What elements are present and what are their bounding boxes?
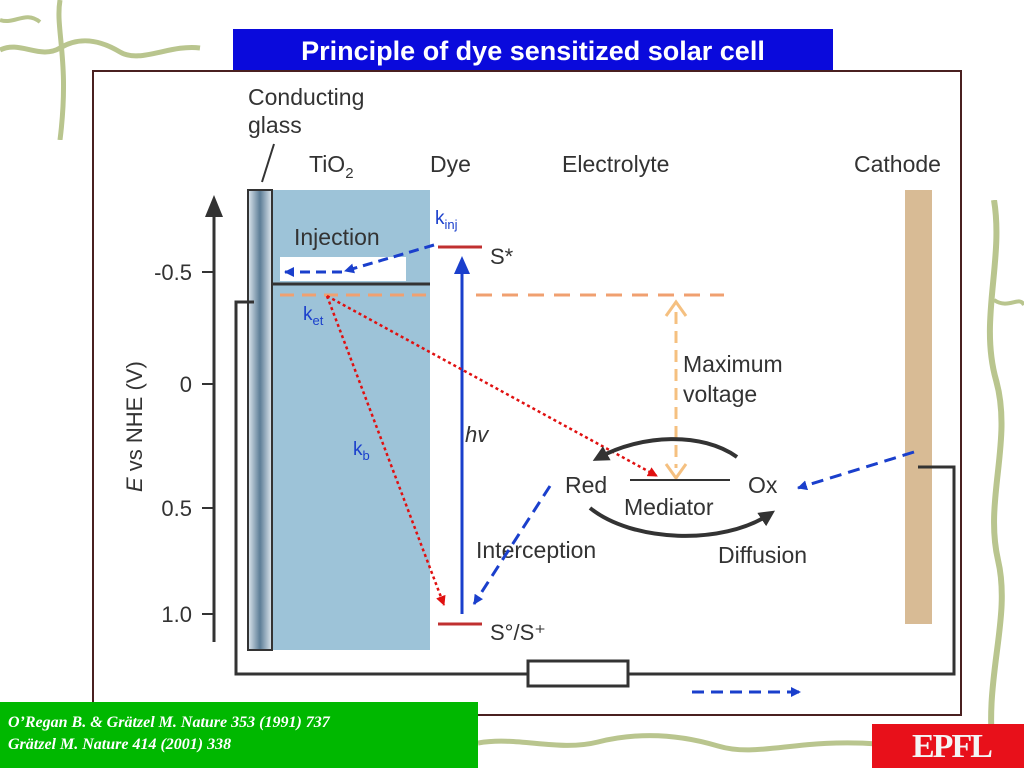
epfl-logo: EPFL xyxy=(872,724,1024,768)
recombination-b-arrow xyxy=(325,295,446,606)
y-tick-label: 0 xyxy=(180,372,192,397)
label-maximum-voltage: Maximum xyxy=(683,351,783,377)
label-ox: Ox xyxy=(748,472,778,498)
vine-decoration-top-left xyxy=(0,0,201,140)
glass-pointer xyxy=(261,143,275,183)
label-tio2: TiO2 xyxy=(309,151,354,182)
figure-frame: -0.5 0 0.5 1.0 E vs NHE (V) Conducting g… xyxy=(92,70,962,716)
cathode-bar xyxy=(905,190,932,624)
citation-line: O’Regan B. & Grätzel M. Nature 353 (1991… xyxy=(8,714,330,731)
label-cathode: Cathode xyxy=(854,151,941,177)
label-k-et: ket xyxy=(303,304,324,328)
label-diffusion: Diffusion xyxy=(718,542,807,568)
label-k-inj: kinj xyxy=(435,208,458,232)
y-tick-label: -0.5 xyxy=(154,260,192,285)
dye-regeneration-arrow xyxy=(472,485,552,605)
label-red: Red xyxy=(565,472,607,498)
y-tick-label: 1.0 xyxy=(161,602,192,627)
cycle-arrow-bottom xyxy=(588,506,775,538)
label-electrolyte: Electrolyte xyxy=(562,151,669,177)
citation-box: O’Regan B. & Grätzel M. Nature 353 (1991… xyxy=(0,702,478,768)
label-hv: hv xyxy=(465,422,490,447)
label-conducting-glass: glass xyxy=(248,112,302,138)
recombination-et-arrow xyxy=(326,294,658,478)
vine-decoration-right xyxy=(986,200,1024,760)
label-s-star: S* xyxy=(490,244,514,269)
label-s-ground: S°/S⁺ xyxy=(490,620,546,645)
y-axis-arrowhead xyxy=(205,195,223,217)
external-circuit xyxy=(234,300,956,676)
label-mediator: Mediator xyxy=(624,494,714,520)
cathode-reduction-arrow xyxy=(797,450,915,491)
epfl-logo-text: EPFL xyxy=(912,728,993,765)
injection-strip xyxy=(280,257,406,281)
label-conducting-glass: Conducting xyxy=(248,84,364,110)
load-resistor xyxy=(526,659,630,688)
max-voltage-arrowhead-bottom xyxy=(664,463,688,481)
max-voltage-arrowhead-top xyxy=(664,299,688,317)
cycle-arrow-top xyxy=(592,437,739,461)
label-interception: Interception xyxy=(476,537,596,563)
label-dye: Dye xyxy=(430,151,471,177)
label-k-b: kb xyxy=(353,439,370,463)
slide-title: Principle of dye sensitized solar cell xyxy=(231,27,835,75)
y-tick-label: 0.5 xyxy=(161,496,192,521)
hv-arrowhead xyxy=(454,256,470,274)
citation-line: Grätzel M. Nature 414 (2001) 338 xyxy=(8,736,232,753)
label-maximum-voltage: voltage xyxy=(683,381,757,407)
label-injection: Injection xyxy=(294,224,380,250)
y-axis-label: E vs NHE (V) xyxy=(122,361,147,492)
conducting-glass xyxy=(247,189,273,651)
vine-decoration-bottom xyxy=(478,733,878,753)
dssc-diagram: -0.5 0 0.5 1.0 E vs NHE (V) Conducting g… xyxy=(122,84,956,697)
